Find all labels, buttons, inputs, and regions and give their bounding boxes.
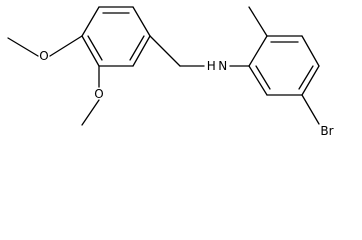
atom-labels: H N Br O O <box>39 49 333 138</box>
bond <box>248 65 268 96</box>
oxygen-label-left: O <box>39 49 48 63</box>
bond <box>132 35 151 67</box>
bond <box>132 6 151 37</box>
bond <box>248 35 268 67</box>
bond <box>301 65 320 96</box>
bond-inner <box>87 35 103 61</box>
nitrogen-label: H N <box>207 59 227 73</box>
bond-inner <box>255 65 271 90</box>
bonds <box>7 6 320 126</box>
bond <box>81 35 100 67</box>
bond <box>81 99 100 126</box>
bond <box>301 94 320 125</box>
bond-inner <box>298 65 314 90</box>
bond <box>301 35 320 67</box>
bond <box>248 6 268 37</box>
molecule-svg: H N Br O O <box>7 6 334 138</box>
bond <box>149 35 181 67</box>
bond <box>7 37 39 57</box>
bond-inner <box>129 35 145 61</box>
bond <box>49 35 83 57</box>
oxygen-label-lower: O <box>94 87 103 101</box>
bromine-label: Br <box>320 124 333 138</box>
structure-diagram: H N Br O O <box>7 6 334 138</box>
bond <box>81 6 100 37</box>
